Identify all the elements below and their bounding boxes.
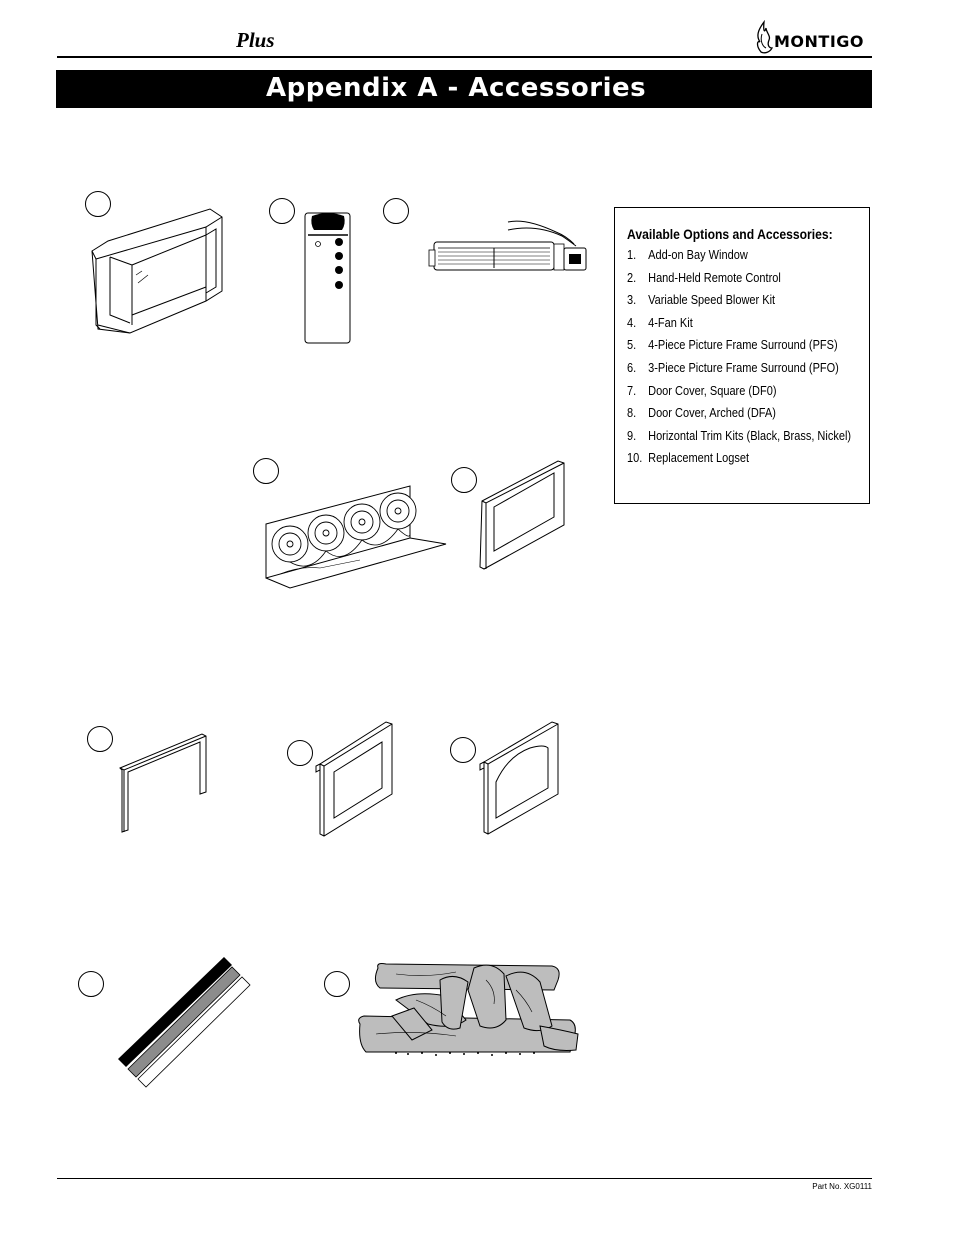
figure-number-circle xyxy=(87,726,113,752)
door-cover-arched-illustration xyxy=(479,721,559,835)
options-title: Available Options and Accessories: xyxy=(627,227,833,242)
list-item: 10. Replacement Logset xyxy=(627,451,851,474)
options-list: 1. Add-on Bay Window 2. Hand-Held Remote C… xyxy=(627,248,882,474)
option-number: 9. xyxy=(627,428,637,443)
frame-surround-illustration xyxy=(479,460,565,570)
option-label: 4-Fan Kit xyxy=(648,315,693,330)
option-label: 3-Piece Picture Frame Surround (PFO) xyxy=(648,360,839,375)
option-number: 4. xyxy=(627,315,637,330)
montigo-logo: MONTIGO xyxy=(752,20,874,56)
list-item: 5. 4-Piece Picture Frame Surround (PFS) xyxy=(627,338,851,361)
list-item: 7. Door Cover, Square (DF0) xyxy=(627,384,851,407)
bay-window-illustration xyxy=(91,208,223,334)
option-label: Door Cover, Arched (DFA) xyxy=(648,406,776,421)
part-number: Part No. XG0111 xyxy=(812,1182,872,1191)
figure-number-circle xyxy=(383,198,409,224)
figure-number-circle xyxy=(78,971,104,997)
brand-plus: Plus xyxy=(236,28,275,52)
figure-number-circle xyxy=(269,198,295,224)
fan-kit-illustration xyxy=(265,485,447,589)
figure-number-circle xyxy=(451,467,477,493)
door-cover-square-illustration xyxy=(315,721,393,837)
option-label: Variable Speed Blower Kit xyxy=(648,293,776,308)
option-label: 4-Piece Picture Frame Surround (PFS) xyxy=(648,338,838,353)
flame-logo-icon xyxy=(756,20,774,54)
list-item: 4. 4-Fan Kit xyxy=(627,316,851,339)
list-item: 8. Door Cover, Arched (DFA) xyxy=(627,406,851,429)
header-rule xyxy=(57,56,872,58)
figure-number-circle xyxy=(253,458,279,484)
option-number: 3. xyxy=(627,293,637,308)
option-label: Add-on Bay Window xyxy=(648,248,748,262)
figure-number-circle xyxy=(450,737,476,763)
option-number: 8. xyxy=(627,406,637,421)
blower-kit-illustration xyxy=(428,220,587,271)
figure-number-circle xyxy=(324,971,350,997)
list-item: 1. Add-on Bay Window xyxy=(627,248,851,271)
option-number: 1. xyxy=(627,248,637,262)
frame-surround-3pc-illustration xyxy=(119,733,207,833)
option-number: 6. xyxy=(627,360,637,375)
figure-number-circle xyxy=(287,740,313,766)
logset-illustration xyxy=(358,963,579,1056)
page-title: Appendix A - Accessories xyxy=(266,73,647,103)
option-number: 10. xyxy=(627,451,643,466)
logo-text: MONTIGO xyxy=(774,32,865,51)
options-box: Available Options and Accessories: 1. Add… xyxy=(614,207,870,504)
list-item: 9. Horizontal Trim Kits (Black, Brass, Ni… xyxy=(627,429,851,452)
figure-number-circle xyxy=(85,191,111,217)
option-label: Door Cover, Square (DF0) xyxy=(648,383,777,398)
title-bar: Appendix A - Accessories xyxy=(56,70,872,108)
footer-rule xyxy=(57,1178,872,1179)
option-number: 7. xyxy=(627,383,637,398)
remote-control-illustration xyxy=(304,212,351,344)
list-item: 2. Hand-Held Remote Control xyxy=(627,271,851,294)
list-item: 3. Variable Speed Blower Kit xyxy=(627,293,851,316)
option-number: 2. xyxy=(627,270,637,285)
trim-kits-illustration xyxy=(118,957,251,1088)
option-label: Horizontal Trim Kits (Black, Brass, Nick… xyxy=(648,428,852,443)
list-item: 6. 3-Piece Picture Frame Surround (PFO) xyxy=(627,361,851,384)
option-label: Replacement Logset xyxy=(648,451,750,466)
option-number: 5. xyxy=(627,338,637,353)
option-label: Hand-Held Remote Control xyxy=(648,270,781,285)
